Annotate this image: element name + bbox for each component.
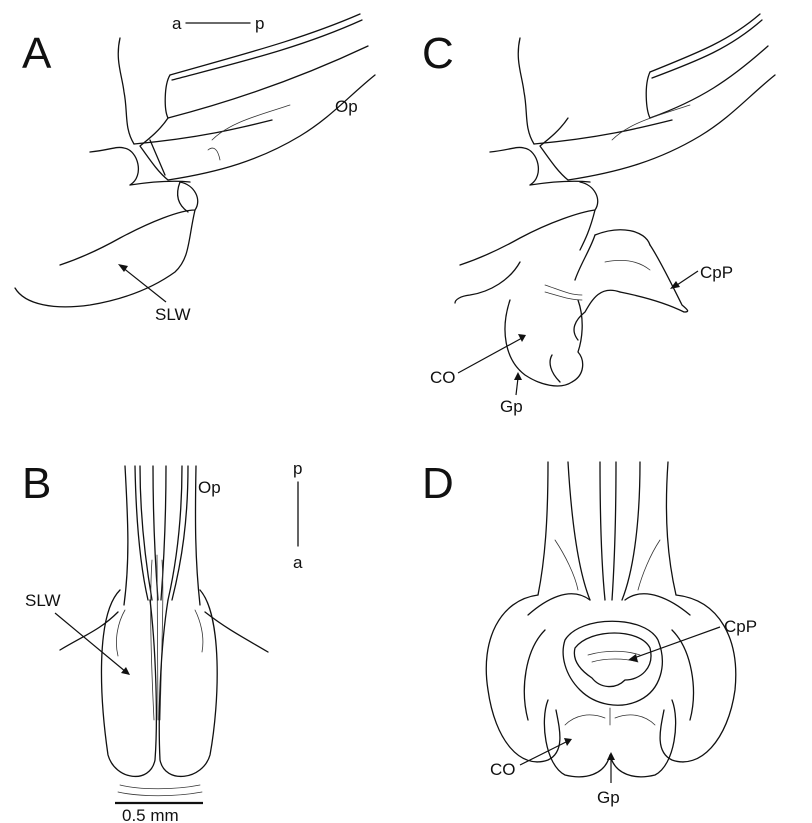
arrow-slw-b	[55, 613, 126, 672]
arrowhead-gp-c	[514, 372, 522, 380]
panel-a: A a p Op SLW	[15, 14, 375, 324]
label-cpp-c: CpP	[700, 263, 733, 282]
label-op-a: Op	[335, 97, 358, 116]
scale-bar-label: 0.5 mm	[122, 806, 179, 823]
specimen-ventral-view-retracted	[60, 466, 268, 796]
specimen-lateral-view-retracted	[15, 14, 375, 307]
panel-letter-d: D	[422, 459, 454, 508]
arrow-cpp-d	[634, 627, 720, 658]
label-op-b: Op	[198, 478, 221, 497]
panel-b: B p a	[22, 459, 303, 823]
arrowhead-co-c	[518, 334, 526, 342]
label-gp-c: Gp	[500, 397, 523, 416]
panel-c: C	[422, 14, 775, 416]
label-slw-b: SLW	[25, 591, 61, 610]
arrow-gp-c	[516, 378, 518, 395]
specimen-lateral-view-everted	[455, 14, 775, 386]
panel-letter-c: C	[422, 29, 454, 78]
panel-d: D	[422, 459, 757, 807]
orientation-anterior-label-b: a	[293, 553, 303, 572]
arrowhead-gp-d	[607, 752, 615, 760]
orientation-posterior-label-b: p	[293, 459, 302, 478]
arrow-co-c	[458, 338, 522, 373]
label-cpp-d: CpP	[724, 617, 757, 636]
label-slw-a: SLW	[155, 305, 191, 324]
label-gp-d: Gp	[597, 788, 620, 807]
label-co-c: CO	[430, 368, 456, 387]
arrow-slw-a	[122, 267, 166, 302]
orientation-posterior-label: p	[255, 14, 264, 33]
specimen-ventral-view-everted	[486, 462, 735, 777]
label-co-d: CO	[490, 760, 516, 779]
orientation-anterior-label: a	[172, 14, 182, 33]
panel-letter-a: A	[22, 29, 52, 78]
arrowhead-cpp-d	[628, 654, 638, 662]
panel-letter-b: B	[22, 459, 51, 508]
